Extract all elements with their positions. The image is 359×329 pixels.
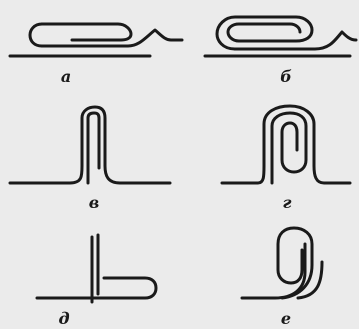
label-v: в xyxy=(89,195,100,211)
fold-a xyxy=(10,24,182,56)
fold-d xyxy=(37,235,156,302)
label-b: б xyxy=(280,69,292,85)
label-a: а xyxy=(61,69,71,85)
fold-v xyxy=(10,107,170,183)
fold-g xyxy=(222,106,350,183)
label-e: е xyxy=(281,311,291,327)
label-d: д xyxy=(58,311,69,327)
label-g: г xyxy=(283,195,292,211)
fold-e xyxy=(242,228,322,298)
fold-b xyxy=(205,17,356,56)
